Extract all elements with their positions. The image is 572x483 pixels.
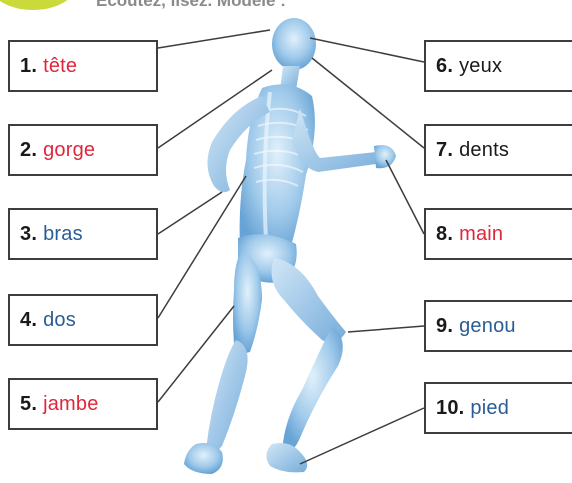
line-pied [300, 408, 424, 464]
label-number: 10. [436, 397, 464, 420]
label-word: yeux [459, 55, 502, 78]
label-box-4: 4. dos [8, 294, 158, 346]
head-shape [272, 18, 316, 70]
label-box-3: 3. bras [8, 208, 158, 260]
line-dents [312, 58, 424, 148]
label-box-5: 5. jambe [8, 378, 158, 430]
back-shin-shape [206, 340, 248, 452]
back-foot-shape [184, 443, 223, 474]
label-word: dos [43, 309, 76, 332]
label-box-9: 9. genou [424, 300, 572, 352]
front-foot-shape [266, 443, 307, 472]
label-number: 8. [436, 223, 453, 246]
label-word: pied [470, 397, 509, 420]
label-box-2: 2. gorge [8, 124, 158, 176]
label-number: 1. [20, 55, 37, 78]
label-box-7: 7. dents [424, 124, 572, 176]
label-number: 7. [436, 139, 453, 162]
label-box-10: 10. pied [424, 382, 572, 434]
label-number: 3. [20, 223, 37, 246]
label-number: 5. [20, 393, 37, 416]
label-number: 9. [436, 315, 453, 338]
label-word: jambe [43, 393, 98, 416]
label-word: bras [43, 223, 83, 246]
human-figure [184, 18, 396, 474]
line-tete [158, 30, 270, 48]
label-number: 4. [20, 309, 37, 332]
label-word: main [459, 223, 503, 246]
front-shin-shape [282, 326, 343, 453]
label-box-8: 8. main [424, 208, 572, 260]
line-dos [158, 176, 246, 318]
line-main [386, 160, 424, 234]
label-number: 6. [436, 55, 453, 78]
hand-shape [374, 145, 396, 168]
line-bras [158, 192, 222, 234]
label-word: tête [43, 55, 77, 78]
label-word: gorge [43, 139, 95, 162]
line-genou [348, 326, 424, 332]
line-yeux [310, 38, 424, 62]
label-word: dents [459, 139, 509, 162]
label-box-1: 1. tête [8, 40, 158, 92]
label-word: genou [459, 315, 516, 338]
label-number: 2. [20, 139, 37, 162]
label-box-6: 6. yeux [424, 40, 572, 92]
